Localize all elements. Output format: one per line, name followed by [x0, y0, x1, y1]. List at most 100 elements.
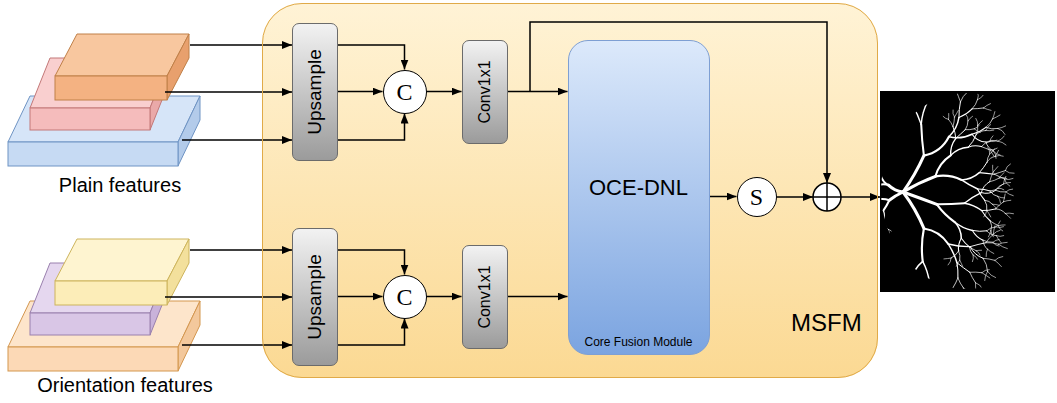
- vessel: [911, 63, 914, 73]
- vessel: [911, 282, 913, 298]
- vessel: [867, 163, 870, 165]
- vessel: [1005, 213, 1010, 218]
- vessel: [948, 114, 949, 120]
- vessel: [865, 188, 867, 192]
- vessel: [962, 180, 978, 189]
- vessel: [972, 127, 986, 134]
- vessel: [985, 200, 987, 210]
- operator-circle: C: [383, 70, 427, 114]
- vessel: [951, 138, 956, 155]
- vessel: [860, 202, 864, 203]
- vessel: [990, 188, 998, 191]
- vessel: [968, 116, 973, 121]
- vessel: [857, 203, 860, 205]
- vessel: [946, 300, 952, 304]
- vessel: [867, 224, 871, 226]
- vessel: [881, 96, 888, 100]
- connector-arrow: [338, 296, 383, 298]
- vessel: [927, 282, 930, 298]
- vessel: [921, 308, 922, 317]
- vessel: [949, 80, 959, 82]
- vessel: [945, 300, 947, 308]
- vessel: [874, 226, 875, 229]
- vessel: [860, 171, 863, 172]
- vessel: [995, 257, 1003, 261]
- vessel: [1005, 213, 1013, 215]
- vessel: [884, 231, 886, 235]
- vessel: [915, 309, 917, 318]
- vessel: [858, 198, 860, 201]
- vessel: [881, 296, 887, 303]
- vessel: [1005, 171, 1014, 174]
- vessel: [992, 204, 999, 205]
- node-label: Conv1x1: [476, 60, 494, 123]
- vessel: [970, 272, 982, 274]
- vessel: [907, 71, 915, 75]
- vessel: [867, 214, 871, 216]
- slab-side: [167, 34, 189, 100]
- vessel: [981, 182, 989, 193]
- vessel: [864, 214, 867, 215]
- vessel: [998, 141, 1006, 145]
- vessel: [882, 231, 884, 233]
- vessel: [865, 208, 867, 213]
- vessel: [953, 278, 958, 288]
- vessel: [961, 238, 969, 247]
- vessel: [938, 73, 940, 87]
- vessel: [972, 230, 986, 232]
- vessel: [988, 271, 996, 277]
- vessel: [927, 298, 930, 310]
- vessel: [858, 199, 862, 201]
- vessel: [1006, 192, 1013, 196]
- vessel: [930, 310, 936, 317]
- vessel: [998, 196, 1005, 198]
- vessel: [995, 260, 1002, 266]
- vessel: [869, 162, 870, 167]
- vessel: [864, 197, 866, 201]
- vessel: [864, 195, 870, 197]
- vessel: [860, 191, 863, 192]
- vessel: [860, 210, 862, 213]
- vessel: [855, 183, 857, 185]
- vessel: [878, 168, 881, 176]
- vessel: [965, 121, 968, 130]
- vessel: [915, 75, 923, 85]
- feature-slab: [55, 34, 189, 100]
- vessel: [999, 244, 1008, 248]
- vessel: [863, 176, 864, 179]
- vessel: [872, 159, 874, 164]
- vessel: [990, 150, 994, 156]
- adder-cross: [813, 183, 841, 211]
- vessel: [867, 216, 870, 218]
- vessel: [974, 125, 979, 129]
- vessel: [907, 309, 909, 317]
- vessel: [864, 163, 866, 165]
- vessel: [866, 219, 867, 222]
- vessel: [922, 73, 930, 77]
- vessel: [1003, 194, 1005, 202]
- vessel: [935, 64, 940, 73]
- input-arrow: [182, 139, 292, 141]
- vessel: [925, 64, 930, 72]
- vessel: [855, 192, 858, 194]
- vessel: [935, 176, 961, 180]
- vessel: [976, 283, 983, 289]
- vessel: [863, 201, 865, 204]
- vessel: [953, 127, 956, 139]
- vessel: [941, 291, 946, 300]
- vessel: [957, 263, 958, 278]
- vessel: [884, 226, 885, 231]
- vessel: [954, 110, 958, 117]
- vessel: [986, 243, 999, 245]
- vessel: [866, 165, 870, 167]
- output-segmentation-image: [880, 91, 1055, 292]
- vessel: [957, 263, 970, 272]
- vessel: [874, 216, 877, 222]
- vessel: [987, 249, 993, 253]
- vessel: [966, 114, 968, 121]
- vessel: [940, 64, 945, 73]
- vessel: [958, 278, 963, 288]
- slab-front: [55, 76, 167, 100]
- vessel: [871, 215, 877, 217]
